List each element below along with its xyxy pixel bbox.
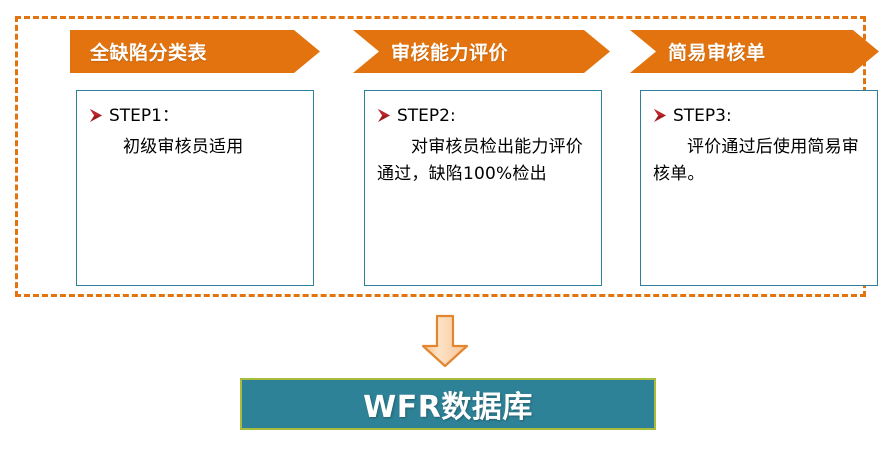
step-title-1: STEP1：: [109, 106, 179, 126]
step-heading-2: STEP2:: [377, 105, 591, 128]
arrowhead-bullet-icon: [90, 109, 102, 122]
banner-label-1: 全缺陷分类表: [90, 42, 208, 64]
banner-step-2[interactable]: 审核能力评价: [353, 30, 610, 73]
step-box-1[interactable]: STEP1： 初级审核员适用: [76, 90, 314, 286]
banner-step-3[interactable]: 简易审核单: [630, 30, 879, 73]
database-label: WFR数据库: [363, 390, 533, 425]
step-title-2: STEP2:: [397, 106, 456, 126]
step-box-3[interactable]: STEP3: 评价通过后使用简易审核单。: [640, 90, 878, 286]
step-heading-3: STEP3:: [653, 105, 867, 128]
database-bar[interactable]: WFR数据库: [240, 378, 656, 430]
down-arrow-icon: [421, 314, 469, 368]
step-title-3: STEP3:: [673, 106, 732, 126]
step-body-3: 评价通过后使用简易审核单。: [653, 136, 859, 185]
arrowhead-bullet-icon: [378, 109, 390, 122]
step-box-2[interactable]: STEP2: 对审核员检出能力评价通过，缺陷100%检出: [364, 90, 602, 286]
banner-label-2: 审核能力评价: [391, 42, 509, 64]
step-heading-1: STEP1：: [89, 105, 303, 128]
step-body-2: 对审核员检出能力评价通过，缺陷100%检出: [377, 136, 583, 185]
banner-step-1[interactable]: 全缺陷分类表: [70, 30, 320, 73]
step-body-1: 初级审核员适用: [123, 136, 244, 157]
banner-label-3: 简易审核单: [668, 42, 766, 64]
arrowhead-bullet-icon: [654, 109, 666, 122]
